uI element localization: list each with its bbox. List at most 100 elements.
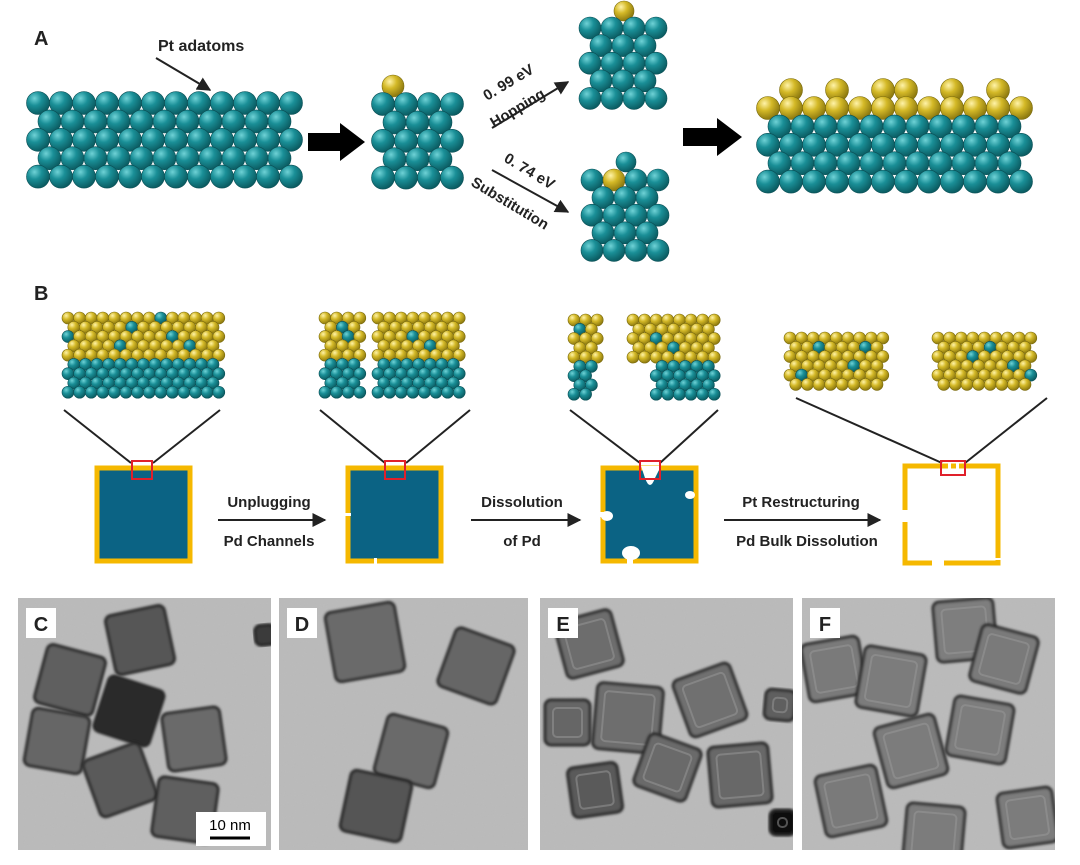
pd-atom <box>646 239 670 262</box>
nanocube <box>813 763 889 839</box>
micrograph-f: F <box>802 598 1055 850</box>
pd-atom <box>848 169 872 194</box>
nanocube <box>671 661 749 739</box>
panel-label-box <box>287 608 317 638</box>
step2-label-line2: of Pd <box>503 533 541 550</box>
pd-atom <box>131 385 144 399</box>
pt-atom <box>876 331 890 345</box>
pd-atom <box>96 385 110 399</box>
pd-atom <box>108 385 121 399</box>
pd-atom <box>447 358 460 371</box>
nanocube <box>104 604 176 676</box>
pd-atom <box>779 169 803 194</box>
pt-atom <box>206 320 220 334</box>
panel-label-box <box>810 608 840 638</box>
pt-atom <box>835 378 849 391</box>
pd-atom <box>633 69 657 93</box>
pt-atom <box>870 378 884 391</box>
pt-atom <box>812 378 826 391</box>
pd-atom <box>635 186 659 209</box>
step1-label-line2: Pd Channels <box>224 533 315 550</box>
pd-atom <box>644 16 668 40</box>
pt-atom <box>353 311 367 325</box>
pd-atom <box>644 87 668 110</box>
pd-atom <box>579 387 592 401</box>
pd-atom <box>633 34 657 57</box>
pt-atom <box>452 330 466 343</box>
pt-atom <box>381 74 405 98</box>
pd-atom <box>371 165 395 190</box>
nanocube <box>253 623 271 647</box>
pd-atom <box>371 385 385 399</box>
pt-atom <box>613 0 635 22</box>
pd-atom <box>452 367 466 380</box>
block-arrow-2 <box>683 118 742 156</box>
pt-atom <box>1007 378 1020 391</box>
adatom-pointer-arrow <box>155 57 212 91</box>
pt-atom <box>824 378 837 391</box>
pd-atom <box>452 385 466 399</box>
pt-atom <box>847 378 861 391</box>
panel-label-c: C <box>34 614 48 636</box>
nanocube <box>543 698 592 747</box>
pt-atom <box>590 332 604 345</box>
pd-atom <box>141 164 165 189</box>
nanocube <box>566 761 624 819</box>
nanocube <box>762 687 793 723</box>
nanocube <box>872 712 950 790</box>
pt-atom <box>876 350 890 363</box>
pd-atom <box>279 91 303 115</box>
pd-atom <box>233 164 257 189</box>
panel-label-box <box>26 608 56 638</box>
step1-label-line1: Unplugging <box>227 494 310 511</box>
pd-atom <box>585 360 598 373</box>
pd-atom <box>394 165 418 190</box>
pt-atom <box>789 378 803 391</box>
pt-atom <box>206 339 220 353</box>
pd-atom <box>600 87 624 110</box>
pd-atom <box>206 376 220 390</box>
pd-atom <box>26 164 50 189</box>
nanocube <box>968 623 1040 695</box>
pt-atom <box>1009 96 1033 120</box>
panel-b-atom-layers <box>61 311 1038 401</box>
pd-atom <box>1009 169 1033 194</box>
pd-atom <box>61 385 75 399</box>
nanocube <box>81 741 159 819</box>
pd-atom <box>84 385 98 399</box>
pt-atom <box>1024 350 1038 363</box>
pt-atom <box>983 378 997 391</box>
pd-atom <box>212 367 226 380</box>
pt-atom <box>590 350 604 364</box>
pd-atom <box>119 385 133 399</box>
pd-atom <box>187 164 211 189</box>
panel-label-d: D <box>295 614 309 636</box>
pd-atom <box>1009 133 1033 157</box>
pd-atom <box>997 151 1022 175</box>
pd-atom <box>696 387 709 401</box>
pd-atom <box>602 239 626 262</box>
panel-label-e: E <box>556 614 569 636</box>
pd-atom <box>279 128 303 152</box>
cube-stage-3 <box>598 460 699 566</box>
panel-a-atom-layers <box>26 0 1033 262</box>
pd-atom <box>200 385 214 399</box>
nanocube <box>92 674 166 748</box>
step2-label-line1: Dissolution <box>481 494 563 511</box>
substitution-arrow <box>491 169 570 213</box>
scale-bar: 10 nm <box>196 812 266 846</box>
pd-atom <box>330 385 343 399</box>
pt-atom <box>347 339 361 353</box>
pt-atom <box>447 320 460 334</box>
pd-atom <box>646 203 670 227</box>
nanocube <box>706 741 774 809</box>
cube-stage-4 <box>902 460 1001 566</box>
pd-atom <box>825 169 849 194</box>
pd-atom <box>142 385 156 399</box>
zoom-box <box>940 460 966 476</box>
pt-atom <box>937 378 951 391</box>
micrograph-c: C <box>18 598 271 850</box>
pt-atom <box>972 378 985 391</box>
pd-atom <box>644 51 668 75</box>
pd-atom <box>702 378 715 392</box>
